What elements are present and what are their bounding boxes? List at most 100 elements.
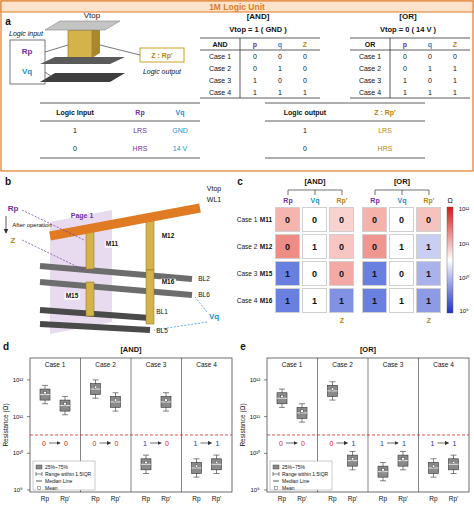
label: Case 4 xyxy=(209,89,231,96)
whisker-cap xyxy=(143,455,149,456)
label: 0 xyxy=(303,65,307,72)
median-line xyxy=(40,394,50,395)
label: Rp xyxy=(370,197,379,204)
transition-arrow xyxy=(387,443,398,444)
label: e xyxy=(240,342,246,352)
legend-sample xyxy=(42,472,43,476)
rule-line xyxy=(200,98,320,99)
label: M12 xyxy=(260,243,273,250)
label: Rp xyxy=(22,48,33,56)
whisker-cap xyxy=(113,411,119,412)
label: Rp' xyxy=(398,496,408,503)
wire xyxy=(100,45,140,55)
whisker-cap xyxy=(279,389,285,390)
mean-mark xyxy=(195,465,197,467)
label: Case 3 xyxy=(237,270,258,277)
label: 10¹¹ xyxy=(13,414,24,420)
legend-sample xyxy=(279,472,280,476)
label: HRS xyxy=(133,145,148,152)
label: 1 xyxy=(352,440,356,447)
cell-value: 0 xyxy=(285,215,290,225)
cell-value: 0 xyxy=(399,215,404,225)
label: 0 xyxy=(303,77,307,84)
label: 1 xyxy=(194,440,198,447)
heatmap-cell: 0 xyxy=(389,261,414,286)
leader-line xyxy=(195,297,207,312)
label: OR xyxy=(365,41,376,48)
label: Case 3 xyxy=(383,362,404,369)
median-line xyxy=(161,401,171,402)
whisker-cap xyxy=(194,477,200,478)
tick xyxy=(264,379,267,380)
label: 1 xyxy=(303,127,307,134)
heatmap-cell: 1 xyxy=(389,288,414,313)
legend-sample xyxy=(273,474,279,475)
label: 0 xyxy=(428,77,432,84)
label: 1 xyxy=(253,89,257,96)
legend-text: Median Line xyxy=(282,479,309,484)
box xyxy=(111,396,121,407)
label: 1 xyxy=(428,65,432,72)
heatmap-cell: 0 xyxy=(362,207,387,232)
label: Case 1 xyxy=(282,362,303,369)
whisker-cap xyxy=(299,403,305,404)
median-line xyxy=(60,405,70,406)
whisker-cap xyxy=(214,473,220,474)
median-line xyxy=(378,471,388,472)
cell-value: 1 xyxy=(399,242,404,252)
label: Logic output xyxy=(143,68,181,75)
label: 0 xyxy=(115,440,119,447)
box xyxy=(141,459,151,470)
label: 1 xyxy=(453,440,457,447)
whisker-cap xyxy=(62,414,68,415)
label: 1 xyxy=(431,440,435,447)
label: 0 xyxy=(403,65,407,72)
label: 1 xyxy=(278,89,282,96)
label: Case 4 xyxy=(433,362,454,369)
top-electrode xyxy=(45,21,120,30)
mean-mark xyxy=(331,388,333,390)
label: HRS xyxy=(378,145,393,152)
whisker-cap xyxy=(330,400,336,401)
rule-line xyxy=(200,38,320,39)
label: M15 xyxy=(65,293,80,300)
label: 0 xyxy=(279,440,283,447)
label: Z xyxy=(427,317,431,324)
mean-mark xyxy=(215,461,217,463)
label: 1 xyxy=(453,65,457,72)
transition-arrow xyxy=(286,443,297,444)
legend-sample xyxy=(273,481,279,482)
label: Case 2 xyxy=(237,243,258,250)
label: 1 xyxy=(303,89,307,96)
plot-frame xyxy=(267,358,469,492)
label: 1 xyxy=(428,89,432,96)
label: Vq xyxy=(209,313,219,321)
label: Z xyxy=(11,237,16,245)
cell-value: 0 xyxy=(339,269,344,279)
transition-arrow xyxy=(100,443,111,444)
word-line xyxy=(50,208,200,236)
heatmap-cell: 1 xyxy=(302,234,327,259)
label: Resistance (Ω) xyxy=(3,403,10,446)
panel-frame xyxy=(1,1,473,171)
label: Logic Input xyxy=(56,109,94,116)
box xyxy=(398,455,408,466)
cell-value: 0 xyxy=(372,242,377,252)
legend-sample xyxy=(38,487,40,489)
tick xyxy=(264,453,267,454)
box xyxy=(192,462,202,473)
label: 10¹⁰ xyxy=(13,450,24,456)
label: M15 xyxy=(260,270,273,277)
plot-frame xyxy=(30,358,232,492)
transition-arrow xyxy=(438,443,449,444)
rule-line xyxy=(265,103,425,104)
tick xyxy=(27,379,30,380)
label: 1 xyxy=(403,89,407,96)
label: 0 xyxy=(303,145,307,152)
label: Vq xyxy=(398,197,407,204)
label: M12 xyxy=(161,233,176,240)
label: Rp' xyxy=(161,496,171,503)
heatmap-cell: 0 xyxy=(329,234,354,259)
whisker-cap xyxy=(431,477,437,478)
label: Rp xyxy=(41,496,49,503)
